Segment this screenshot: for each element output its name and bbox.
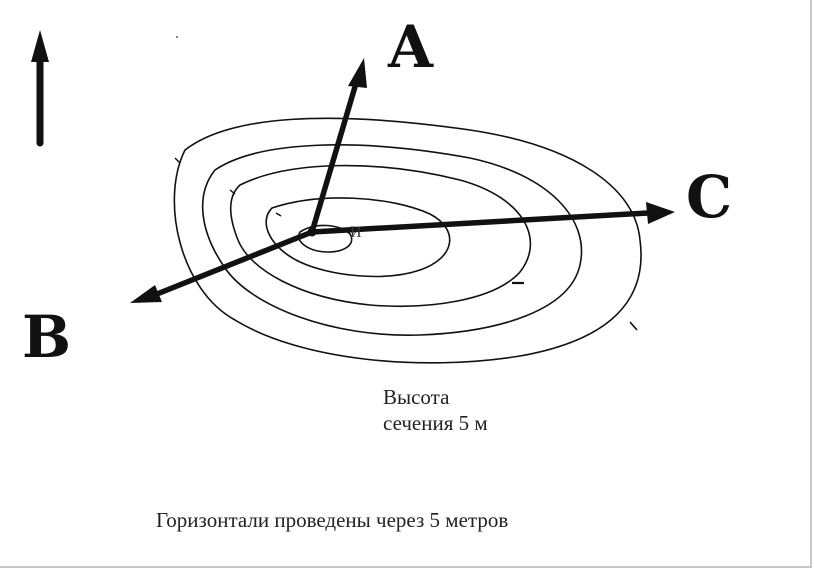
contour-line-4 bbox=[265, 197, 451, 278]
arrow-to-c bbox=[311, 202, 675, 235]
section-height-line2: сечения 5 м bbox=[383, 411, 488, 435]
origin-point bbox=[307, 227, 317, 237]
arrow-to-a bbox=[309, 58, 367, 233]
direction-label-a: A bbox=[388, 13, 434, 81]
direction-label-c: C bbox=[686, 163, 733, 231]
contour-line-inner bbox=[297, 224, 353, 253]
north-arrow-icon bbox=[31, 30, 49, 147]
contour-lines bbox=[173, 36, 642, 364]
arrow-to-b bbox=[130, 229, 314, 303]
section-height-caption: Высота сечения 5 м bbox=[383, 384, 488, 436]
contour-interval-note: Горизонтали проведены через 5 метров bbox=[156, 508, 509, 532]
section-height-line1: Высота bbox=[383, 385, 450, 409]
direction-arrows bbox=[130, 58, 675, 303]
contour-line-outer bbox=[173, 117, 642, 364]
direction-label-b: B bbox=[22, 303, 72, 371]
summit-label: И bbox=[350, 224, 362, 241]
contour-line-3 bbox=[229, 164, 532, 308]
